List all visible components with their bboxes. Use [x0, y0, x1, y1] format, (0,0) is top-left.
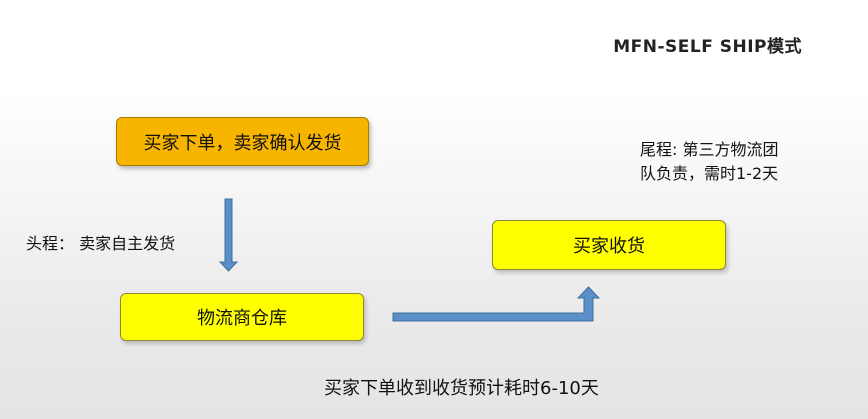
order-confirm-box: 买家下单，卖家确认发货 — [116, 117, 369, 166]
order-confirm-label: 买家下单，卖家确认发货 — [143, 132, 342, 154]
last-leg-note: 尾程: 第三方物流团 队负责，需时1-2天 — [640, 138, 778, 186]
warehouse-label: 物流商仓库 — [197, 308, 287, 329]
last-leg-note-line1: 尾程: 第三方物流团 — [640, 140, 779, 159]
first-leg-note: 头程： 卖家自主发货 — [26, 234, 176, 253]
last-leg-note-line2: 队负责，需时1-2天 — [640, 164, 779, 183]
buyer-receive-box: 买家收货 — [492, 220, 726, 270]
arrow-down-shape — [218, 198, 239, 272]
warehouse-box: 物流商仓库 — [120, 293, 364, 341]
arrow-right-up-shape — [392, 286, 601, 322]
delivery-time-summary: 买家下单收到收货预计耗时6-10天 — [324, 378, 599, 399]
slide-title: MFN-SELF SHIP模式 — [613, 37, 802, 57]
buyer-receive-label: 买家收货 — [573, 236, 645, 257]
